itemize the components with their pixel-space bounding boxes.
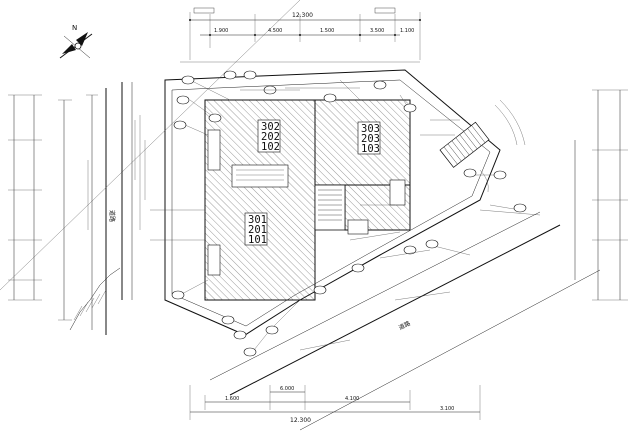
unit-302: 302 — [261, 121, 280, 133]
annotation-strokes — [87, 87, 541, 351]
building-info-box — [231, 164, 289, 188]
top-overall-dimension: 12.300 — [292, 12, 313, 19]
bottom-dimension-3: 3.100 — [440, 406, 454, 412]
bottom-dimension-small: 6.000 — [280, 386, 294, 392]
unit-301: 301 — [248, 214, 267, 226]
bottom-dimension-lines: 12.300 1.600 4.100 3.100 6.000 — [189, 385, 481, 424]
top-dimension-1: 1.900 — [214, 28, 228, 34]
fence-strip — [73, 289, 107, 321]
bottom-dimension-2: 4.100 — [345, 396, 359, 402]
top-dimension-2: 4.500 — [268, 28, 282, 34]
unit-202: 202 — [261, 131, 280, 143]
unit-101: 101 — [248, 234, 267, 246]
exterior-stair — [439, 121, 490, 168]
unit-303: 303 — [361, 123, 380, 135]
right-dimension-lines — [574, 89, 628, 301]
north-arrow-icon: N — [59, 24, 93, 59]
left-dimension-lines — [8, 94, 98, 330]
unit-203: 203 — [361, 133, 380, 145]
unit-102: 102 — [261, 141, 280, 153]
unit-block-301: 301 201 101 — [244, 212, 268, 246]
site-boundary — [164, 69, 501, 336]
stair-core — [314, 184, 346, 231]
unit-103: 103 — [361, 143, 380, 155]
arc-details — [479, 99, 526, 193]
road-label-left: 道路 — [108, 210, 116, 222]
bottom-dimension-1: 1.600 — [225, 396, 239, 402]
equipment-boxes — [207, 129, 406, 276]
top-dimension-3: 1.500 — [320, 28, 334, 34]
top-dimension-4: 3.500 — [370, 28, 384, 34]
unit-201: 201 — [248, 224, 267, 236]
unit-block-302: 302 202 102 — [257, 119, 281, 153]
top-dimension-lines: 12.300 1.900 4.500 1.500 3.500 1.100 — [189, 7, 421, 60]
road-label-right: 道路 — [397, 319, 411, 332]
reference-balloons — [171, 70, 527, 357]
road-boundaries — [69, 61, 601, 431]
top-dimension-5: 1.100 — [400, 28, 414, 34]
svg-text:N: N — [72, 24, 77, 32]
bottom-overall-dimension: 12.300 — [290, 417, 311, 424]
unit-block-303: 303 203 103 — [357, 121, 381, 155]
